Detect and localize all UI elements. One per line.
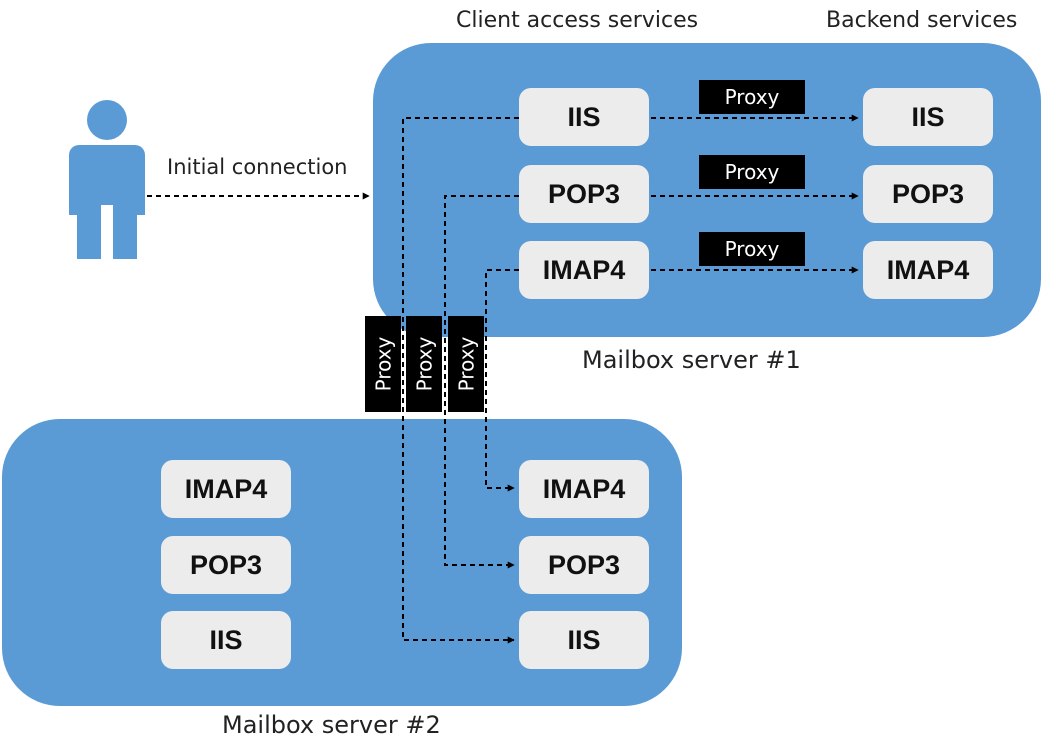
person-icon (69, 100, 145, 259)
server1-client-iis: IIS (519, 88, 649, 146)
cross-proxy-pop3: Proxy (406, 316, 442, 412)
pop3-cross-server-path (444, 195, 519, 569)
server1-client-pop3: POP3 (519, 165, 649, 223)
proxy-label-imap4: Proxy (699, 232, 805, 266)
client-access-services-header: Client access services (456, 8, 699, 33)
iis-cross-server-path (402, 117, 519, 644)
server1-backend-iis: IIS (863, 88, 993, 146)
mailbox-server-1-label: Mailbox server #1 (582, 346, 801, 374)
server2-left-pop3: POP3 (161, 536, 291, 594)
server1-client-imap4: IMAP4 (519, 241, 649, 299)
mailbox-server-2-label: Mailbox server #2 (222, 711, 441, 739)
server2-left-imap4: IMAP4 (161, 460, 291, 518)
cross-proxy-pop3-text: Proxy (412, 336, 437, 392)
server2-right-imap4: IMAP4 (519, 460, 649, 518)
initial-connection-label: Initial connection (167, 155, 348, 179)
server1-backend-pop3: POP3 (863, 165, 993, 223)
server2-right-iis: IIS (519, 611, 649, 669)
cross-proxy-iis-text: Proxy (371, 336, 396, 392)
cross-proxy-imap4-text: Proxy (454, 336, 479, 392)
proxy-label-pop3: Proxy (699, 155, 805, 189)
server1-backend-imap4: IMAP4 (863, 241, 993, 299)
cross-proxy-imap4: Proxy (448, 316, 484, 412)
cross-proxy-iis: Proxy (365, 316, 401, 412)
imap4-cross-server-path (485, 269, 519, 492)
proxy-label-iis: Proxy (699, 80, 805, 114)
backend-services-header: Backend services (826, 8, 1018, 33)
server2-left-iis: IIS (161, 611, 291, 669)
server2-right-pop3: POP3 (519, 536, 649, 594)
